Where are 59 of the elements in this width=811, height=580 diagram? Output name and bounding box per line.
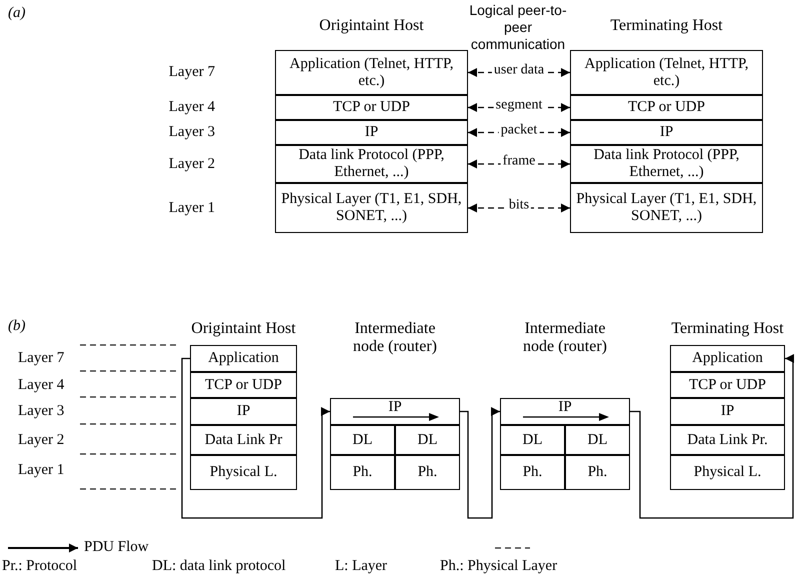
flow-arrow	[460, 407, 500, 519]
stack-heading: Intermediate node (router)	[352, 320, 438, 356]
layer-box: Physical Layer (T1, E1, SDH, SONET, ...)	[275, 183, 468, 233]
text-label: Layer 4	[168, 99, 215, 116]
layer-box: Application (Telnet, HTTP, etc.)	[275, 50, 468, 95]
layer-box: Application	[670, 345, 785, 372]
layer-box: Data Link Pr.	[670, 425, 785, 455]
layer-box: TCP or UDP	[570, 95, 763, 120]
stack-heading: Origintaint Host	[190, 320, 297, 338]
layer-box: Physical Layer (T1, E1, SDH, SONET, ...)	[570, 183, 763, 233]
panel-label: (a)	[8, 5, 26, 22]
text-label: Pr.: Protocol	[2, 558, 78, 575]
text-label: Ph.: Physical Layer	[440, 558, 558, 575]
layer-box: IP	[190, 398, 297, 425]
layer-box: Application (Telnet, HTTP, etc.)	[570, 50, 763, 95]
text-label: Logical peer-to-peer communication	[468, 2, 568, 53]
layer-box: Data link Protocol (PPP, Ethernet, ...)	[275, 145, 468, 183]
layer-box: TCP or UDP	[670, 372, 785, 398]
layer-box: Ph.	[565, 455, 630, 490]
text-label: Layer 3	[18, 403, 64, 420]
layer-box: IP	[670, 398, 785, 425]
layer-box: Ph.	[330, 455, 395, 490]
text-label: DL: data link protocol	[152, 558, 286, 575]
layer-box: IP	[275, 120, 468, 145]
text-label: Layer 2	[18, 432, 64, 449]
layer-box: Physical L.	[190, 455, 297, 490]
layer-box: DL	[395, 425, 460, 455]
stack-heading: Intermediate node (router)	[522, 320, 608, 356]
layer-box: Data Link Pr	[190, 425, 297, 455]
stack-heading: Terminating Host	[670, 320, 785, 338]
stack-heading: Origintaint Host	[318, 17, 425, 35]
layer-box: DL	[330, 425, 395, 455]
flow-arrow	[181, 358, 330, 519]
layer-box: Data link Protocol (PPP, Ethernet, ...)	[570, 145, 763, 183]
layer-box: TCP or UDP	[190, 372, 297, 398]
layer-box: Ph.	[395, 455, 460, 490]
flow-arrow	[630, 354, 794, 519]
text-label: L: Layer	[335, 558, 388, 575]
text-label: Layer 4	[18, 377, 64, 394]
layer-box: Application	[190, 345, 297, 372]
layer-box: Ph.	[500, 455, 565, 490]
edge-label: user data	[492, 62, 546, 77]
stack-heading: Terminating Host	[609, 17, 724, 35]
legend-label: PDU Flow	[84, 539, 149, 556]
text-label: Layer 2	[168, 156, 215, 173]
layer-box: TCP or UDP	[275, 95, 468, 120]
panel-label: (b)	[8, 318, 26, 335]
layer-box: IP	[330, 398, 460, 425]
layer-box: DL	[565, 425, 630, 455]
layer-box: Physical L.	[670, 455, 785, 490]
text-label: Layer 1	[168, 200, 215, 217]
text-label: Layer 1	[18, 462, 64, 479]
text-label: Layer 7	[18, 350, 64, 367]
text-label: Layer 7	[168, 64, 215, 81]
layer-box: IP	[570, 120, 763, 145]
layer-box: IP	[500, 398, 630, 425]
layer-box: DL	[500, 425, 565, 455]
text-label: Layer 3	[168, 124, 215, 141]
edge-label: packet	[498, 122, 540, 137]
